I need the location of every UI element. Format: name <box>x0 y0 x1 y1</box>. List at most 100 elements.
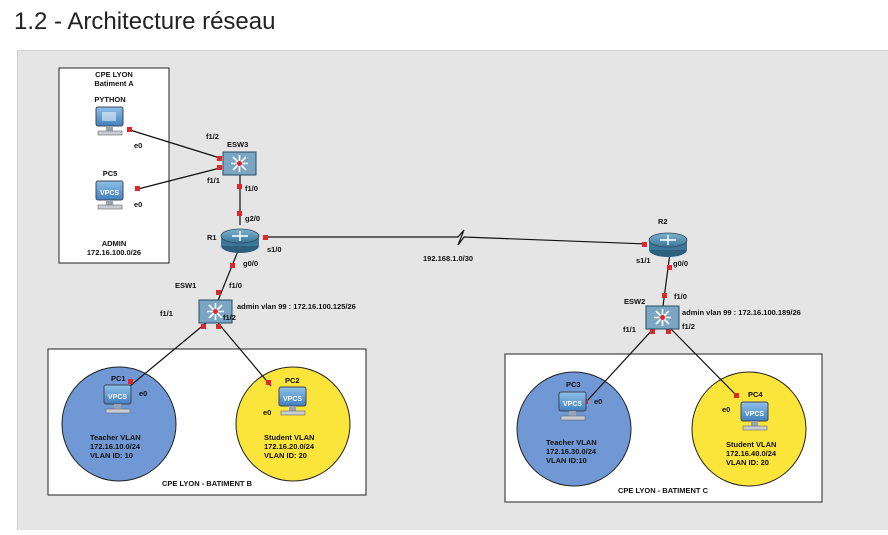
zone-teacher-vlan-b <box>61 366 177 482</box>
esw3-port-f11: f1/1 <box>207 176 220 185</box>
link-esw2-pc3 <box>585 327 655 403</box>
pc5-name: PC5 <box>103 169 118 178</box>
zone-admin-title-2: Batiment A <box>94 79 134 88</box>
r1-name: R1 <box>207 233 217 242</box>
esw1-port-f11: f1/1 <box>160 309 173 318</box>
esw2-name: ESW2 <box>624 297 645 306</box>
pc4-vlan-id: VLAN ID: 20 <box>726 458 769 467</box>
port-marker <box>128 379 133 384</box>
zone-student-vlan-b <box>235 366 351 482</box>
port-marker <box>263 235 268 240</box>
r2-port-g00: g0/0 <box>673 259 688 268</box>
pc-pc3[interactable] <box>558 391 587 421</box>
port-marker <box>662 293 667 298</box>
port-marker <box>135 186 140 191</box>
pc1-subnet: 172.16.10.0/24 <box>90 442 141 451</box>
esw2-admin-ip: admin vlan 99 : 172.16.100.189/26 <box>682 308 801 317</box>
r1-port-g00: g0/0 <box>243 259 258 268</box>
port-marker <box>216 290 221 295</box>
port-marker <box>127 127 132 132</box>
link-pc5-esw3 <box>137 167 221 190</box>
pc1-vlan: Teacher VLAN <box>90 433 141 442</box>
port-marker <box>216 324 221 329</box>
page-title: 1.2 - Architecture réseau <box>14 8 276 35</box>
pc5-badge: VPCS <box>100 190 119 197</box>
r1-port-s10: s1/0 <box>267 245 282 254</box>
network-diagram-canvas: VPCS VPCS VPCS VPCS VPCS CPE LYON Batime… <box>17 50 888 530</box>
pc2-badge: VPCS <box>283 396 302 403</box>
links <box>129 129 738 403</box>
router-icon <box>232 231 248 241</box>
r2-port-s11: s1/1 <box>636 256 651 265</box>
esw3-port-f10: f1/0 <box>245 184 258 193</box>
pc4-subnet: 172.16.40.0/24 <box>726 449 777 458</box>
link-esw1-pc1 <box>129 322 207 387</box>
pc3-subnet: 172.16.30.0/24 <box>546 447 597 456</box>
esw3-name: ESW3 <box>227 140 248 149</box>
esw1-port-f12: f1/2 <box>223 313 236 322</box>
router-r2[interactable] <box>648 232 688 257</box>
esw1-name: ESW1 <box>175 281 196 290</box>
port-marker <box>217 156 222 161</box>
link-r1-esw1 <box>216 250 239 304</box>
link-esw2-pc4 <box>669 327 738 397</box>
port-marker <box>237 184 242 189</box>
r2-name: R2 <box>658 217 668 226</box>
router-r1[interactable] <box>220 228 260 253</box>
pc4-badge: VPCS <box>745 411 764 418</box>
python-name: PYTHON <box>94 95 125 104</box>
port-marker <box>237 211 242 216</box>
pc3-badge: VPCS <box>563 401 582 408</box>
switch-esw1[interactable] <box>198 299 233 324</box>
pc2-vlan: Student VLAN <box>264 433 314 442</box>
port-marker <box>734 393 739 398</box>
wan-subnet: 192.168.1.0/30 <box>423 254 473 263</box>
port-marker <box>666 329 671 334</box>
link-r1-r2-wan <box>263 229 648 246</box>
python-port: e0 <box>134 141 142 150</box>
pc-pc1[interactable] <box>103 384 132 414</box>
switch-esw2[interactable] <box>645 305 680 330</box>
zone-admin-label: ADMIN <box>102 239 127 248</box>
port-marker <box>642 242 647 247</box>
port-marker <box>667 265 672 270</box>
link-esw1-pc2 <box>217 322 272 387</box>
port-marker <box>650 329 655 334</box>
zone-batiment-c-label: CPE LYON - BATIMENT C <box>618 486 709 495</box>
pc1-badge: VPCS <box>108 394 127 401</box>
pc-pc2[interactable] <box>278 386 307 416</box>
port-marker <box>217 165 222 170</box>
esw1-admin-ip: admin vlan 99 : 172.16.100.125/26 <box>237 302 356 311</box>
zone-teacher-vlan-c <box>516 371 632 487</box>
pc2-name: PC2 <box>285 376 300 385</box>
pc3-vlan-id: VLAN ID:10 <box>546 456 587 465</box>
esw1-port-f10: f1/0 <box>229 281 242 290</box>
link-python-esw3 <box>129 129 221 159</box>
pc-pc4[interactable] <box>740 401 769 431</box>
zone-admin-box <box>58 67 170 264</box>
port-markers <box>127 127 739 404</box>
pc1-vlan-id: VLAN ID: 10 <box>90 451 133 460</box>
pc3-port: e0 <box>594 397 602 406</box>
switch-esw3[interactable] <box>222 151 257 176</box>
port-marker <box>230 263 235 268</box>
zone-admin-title-1: CPE LYON <box>95 70 133 79</box>
zone-batiment-b-label: CPE LYON - BATIMENT B <box>162 479 253 488</box>
pc-pc5[interactable] <box>95 180 124 210</box>
esw2-port-f10: f1/0 <box>674 292 687 301</box>
esw2-port-f11: f1/1 <box>623 325 636 334</box>
esw3-port-f12: f1/2 <box>206 132 219 141</box>
zone-admin-subnet: 172.16.100.0/26 <box>87 248 141 257</box>
pc4-name: PC4 <box>748 390 763 399</box>
pc1-name: PC1 <box>111 374 126 383</box>
pc3-vlan: Teacher VLAN <box>546 438 597 447</box>
network-diagram: VPCS VPCS VPCS VPCS VPCS CPE LYON Batime… <box>47 67 823 503</box>
pc-python[interactable] <box>95 106 124 136</box>
pc4-vlan: Student VLAN <box>726 440 776 449</box>
pc4-port: e0 <box>722 405 730 414</box>
port-marker <box>201 324 206 329</box>
port-marker <box>266 380 271 385</box>
esw2-port-f12: f1/2 <box>682 322 695 331</box>
pc5-port: e0 <box>134 200 142 209</box>
pc3-name: PC3 <box>566 380 581 389</box>
